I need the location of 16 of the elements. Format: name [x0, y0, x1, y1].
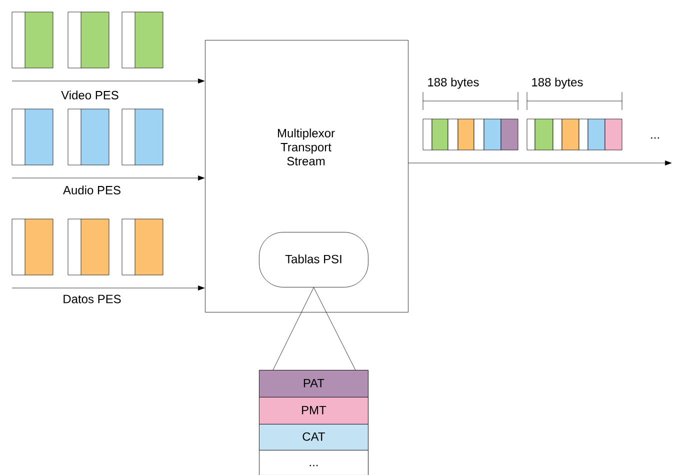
dimension-label: 188 bytes — [428, 78, 479, 89]
table-row: ... — [259, 450, 368, 475]
arrow — [408, 160, 672, 166]
edge-label: Datos PES — [62, 294, 122, 304]
edge-label: Audio PES — [62, 184, 122, 196]
table-row: PMT — [259, 397, 368, 424]
node-label: ... — [310, 464, 318, 466]
arrow — [12, 176, 205, 180]
arrow — [12, 286, 205, 290]
ellipsis-label: ... — [651, 137, 659, 139]
rounded-box: Tablas PSI — [259, 232, 368, 288]
arrow — [12, 78, 205, 84]
table-row: PAT — [259, 370, 368, 398]
edge-label: Video PES — [60, 90, 120, 100]
dimension-label: 188 bytes — [532, 78, 583, 89]
table-row: CAT — [259, 424, 368, 450]
